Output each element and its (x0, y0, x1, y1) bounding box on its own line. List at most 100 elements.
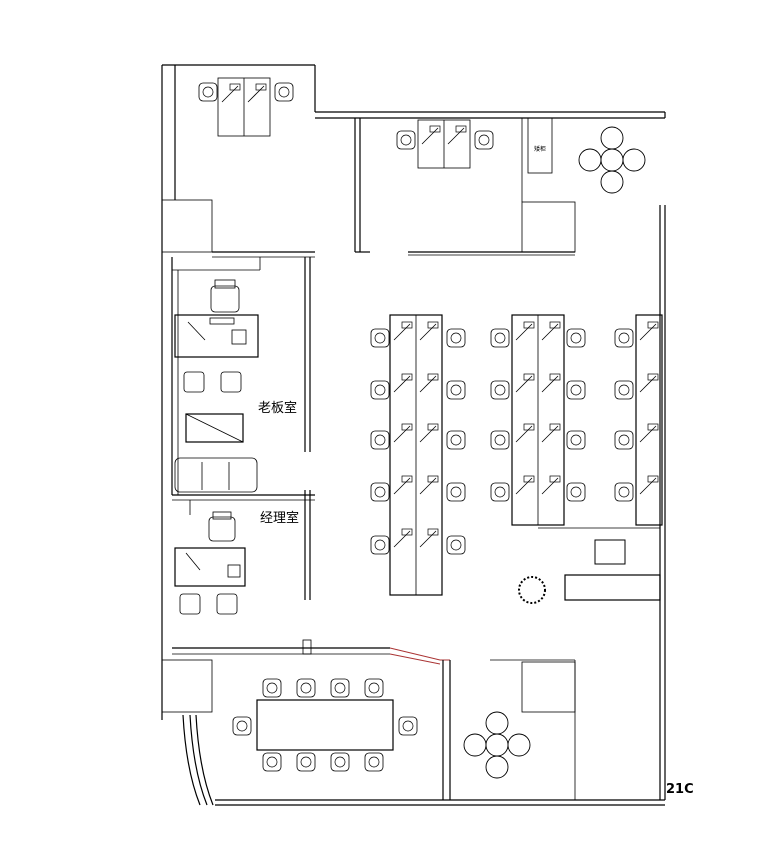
cubicle-desk (541, 425, 559, 443)
cubicle-desk (419, 530, 437, 548)
outer-walls (161, 64, 666, 806)
chair-seat (374, 486, 386, 498)
chair-seat (374, 332, 386, 344)
chair-seat (618, 486, 630, 498)
chair-seat (478, 134, 490, 146)
cubicle-desk (639, 477, 657, 495)
chair-seat (450, 539, 462, 551)
cubicle-monitor (427, 475, 439, 483)
cubicle-monitor (401, 321, 413, 329)
plant (518, 576, 546, 604)
cubicle-desk (393, 530, 411, 548)
chair-seat (300, 756, 312, 768)
chair (490, 430, 510, 450)
chair (232, 716, 252, 736)
chair-seat (278, 86, 290, 98)
furniture-layer (198, 82, 659, 779)
cubicle-desk (393, 477, 411, 495)
round-table (600, 148, 624, 172)
round-chair (507, 733, 531, 757)
chair (396, 130, 416, 150)
chair-seat (570, 486, 582, 498)
cubicle-desk (393, 375, 411, 393)
cubicle-desk (541, 375, 559, 393)
chair (490, 380, 510, 400)
chair (370, 430, 390, 450)
chair-seat (374, 434, 386, 446)
chair-seat (236, 720, 248, 732)
cubicle-monitor (455, 125, 467, 133)
chair-seat (202, 86, 214, 98)
cubicle-monitor (427, 373, 439, 381)
dimension-mark: 21C (666, 782, 694, 797)
cubicle-desk (421, 127, 439, 145)
chair-seat (374, 539, 386, 551)
chair (566, 430, 586, 450)
cubicle-desk (515, 323, 533, 341)
cubicle-monitor (523, 475, 535, 483)
chair (398, 716, 418, 736)
chair (446, 535, 466, 555)
cubicle-desk (447, 127, 465, 145)
chair-seat (570, 332, 582, 344)
chair (330, 752, 350, 772)
chair (364, 752, 384, 772)
top-middle-room: 矮柜 (354, 117, 576, 256)
reception-room (490, 659, 576, 800)
top-left-office (161, 199, 315, 258)
chair (446, 328, 466, 348)
cubicle-monitor (255, 83, 267, 91)
cubicle-monitor (427, 321, 439, 329)
chair (370, 380, 390, 400)
chair (446, 430, 466, 450)
chair (274, 82, 294, 102)
cubicle-monitor (549, 475, 561, 483)
cubicle-desk (221, 85, 239, 103)
chair-seat (450, 332, 462, 344)
chair-seat (334, 756, 346, 768)
cubicle-monitor (427, 423, 439, 431)
cubicle-monitor (523, 321, 535, 329)
chair (614, 380, 634, 400)
round-chair (600, 170, 624, 194)
manager-office: 经理室 (174, 490, 311, 615)
chair (614, 328, 634, 348)
chair-seat (450, 384, 462, 396)
cubicle-desk (419, 425, 437, 443)
round-chair (600, 126, 624, 150)
chair-seat (402, 720, 414, 732)
cubicle-monitor (401, 423, 413, 431)
chair-seat (618, 332, 630, 344)
cubicle-monitor (229, 83, 241, 91)
cubicle-monitor (549, 373, 561, 381)
chair (490, 482, 510, 502)
cubicle-monitor (401, 373, 413, 381)
chair-seat (368, 756, 380, 768)
chair-seat (494, 486, 506, 498)
chair (364, 678, 384, 698)
chair-seat (618, 384, 630, 396)
cubicle-monitor (523, 423, 535, 431)
cubicle-monitor (429, 125, 441, 133)
round-chair (578, 148, 602, 172)
cubicle-desk (541, 477, 559, 495)
chair (566, 328, 586, 348)
chair-seat (300, 682, 312, 694)
cubicle-desk (515, 375, 533, 393)
chair (474, 130, 494, 150)
meeting-room (161, 639, 451, 800)
chair (296, 678, 316, 698)
chair (262, 678, 282, 698)
chair (296, 752, 316, 772)
chair (446, 482, 466, 502)
chair-seat (266, 682, 278, 694)
chair (370, 482, 390, 502)
cubicle-monitor (401, 475, 413, 483)
cabinet-label: 矮柜 (534, 145, 546, 153)
cubicle-desk (541, 323, 559, 341)
workstation-clusters (217, 77, 663, 601)
chair (446, 380, 466, 400)
chair (614, 482, 634, 502)
